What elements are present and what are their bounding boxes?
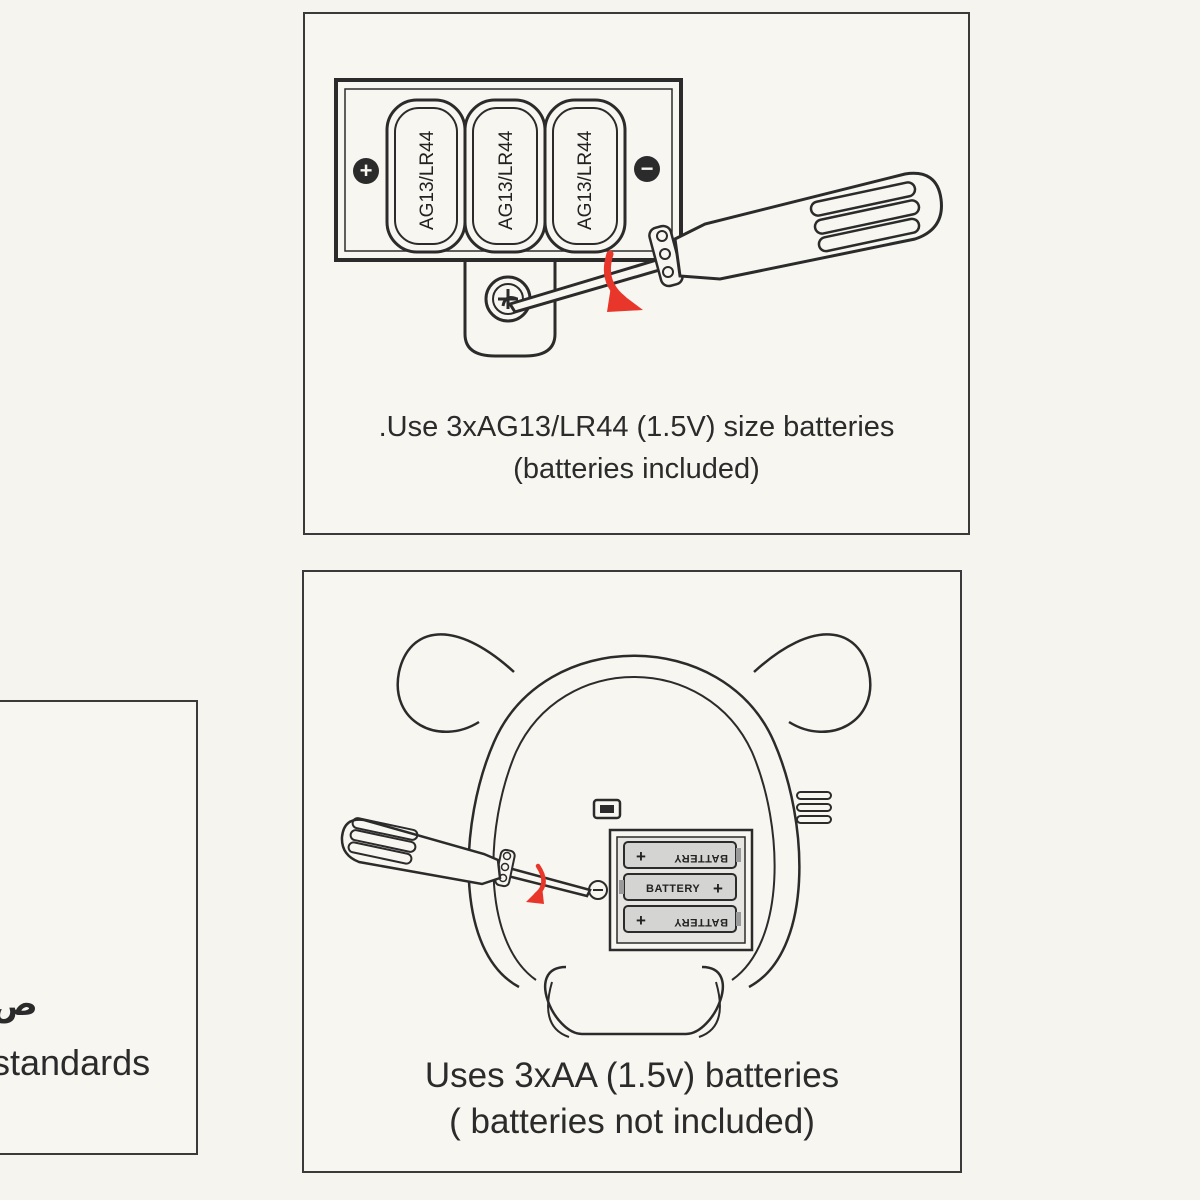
svg-text:+: + [636,847,646,866]
rotation-arrow-icon [603,250,643,312]
rotation-arrow-icon [526,863,546,904]
right-ear [753,633,872,733]
aa-battery-3: + BATTERY [623,905,741,933]
screwdriver-icon [340,817,592,898]
batteries-not-included-caption: ( batteries not included) [449,1102,815,1141]
button-cell-instructions-panel: AG13/LR44 AG13/LR44 AG13/LR44 + − [303,12,970,535]
minus-terminal-icon [634,156,660,182]
button-cell-2: AG13/LR44 [463,98,547,254]
battery-type-caption: .Use 3xAG13/LR44 (1.5V) size batteries [378,411,895,443]
svg-text:+: + [636,911,646,930]
battery-label: BATTERY [646,883,700,895]
mounting-tab [463,259,557,358]
svg-text:+: + [360,158,373,183]
aa-battery-instructions-panel: + BATTERY BATTERY + + BATTERY [302,570,962,1173]
svg-text:+: + [713,879,723,898]
battery-label: BATTERY [674,852,728,864]
battery-label: AG13/LR44 [575,130,596,230]
battery-label: AG13/LR44 [417,130,438,230]
speaker-icon [796,791,832,824]
aa-battery-1: + BATTERY [623,841,741,869]
svg-text:−: − [641,156,654,181]
arabic-glyph: ص [0,985,38,1023]
battery-label: AG13/LR44 [496,130,517,230]
button-cell-diagram: AG13/LR44 AG13/LR44 AG13/LR44 + − [334,78,943,358]
screwdriver-icon [501,171,943,314]
bear-base [544,965,724,1036]
battery-type-caption: Uses 3xAA (1.5v) batteries [424,1056,840,1095]
aa-battery-2: BATTERY + [619,873,737,901]
left-info-panel: ص standards [0,700,198,1155]
button-cell-1: AG13/LR44 [385,98,467,254]
button-cell-3: AG13/LR44 [543,98,627,254]
plus-terminal-icon [353,158,379,184]
standards-text: standards [0,1042,151,1083]
left-ear [396,633,515,733]
bear-device-diagram: + BATTERY BATTERY + + BATTERY [340,633,872,1038]
battery-label: BATTERY [674,916,728,928]
batteries-included-caption: (batteries included) [513,453,760,485]
